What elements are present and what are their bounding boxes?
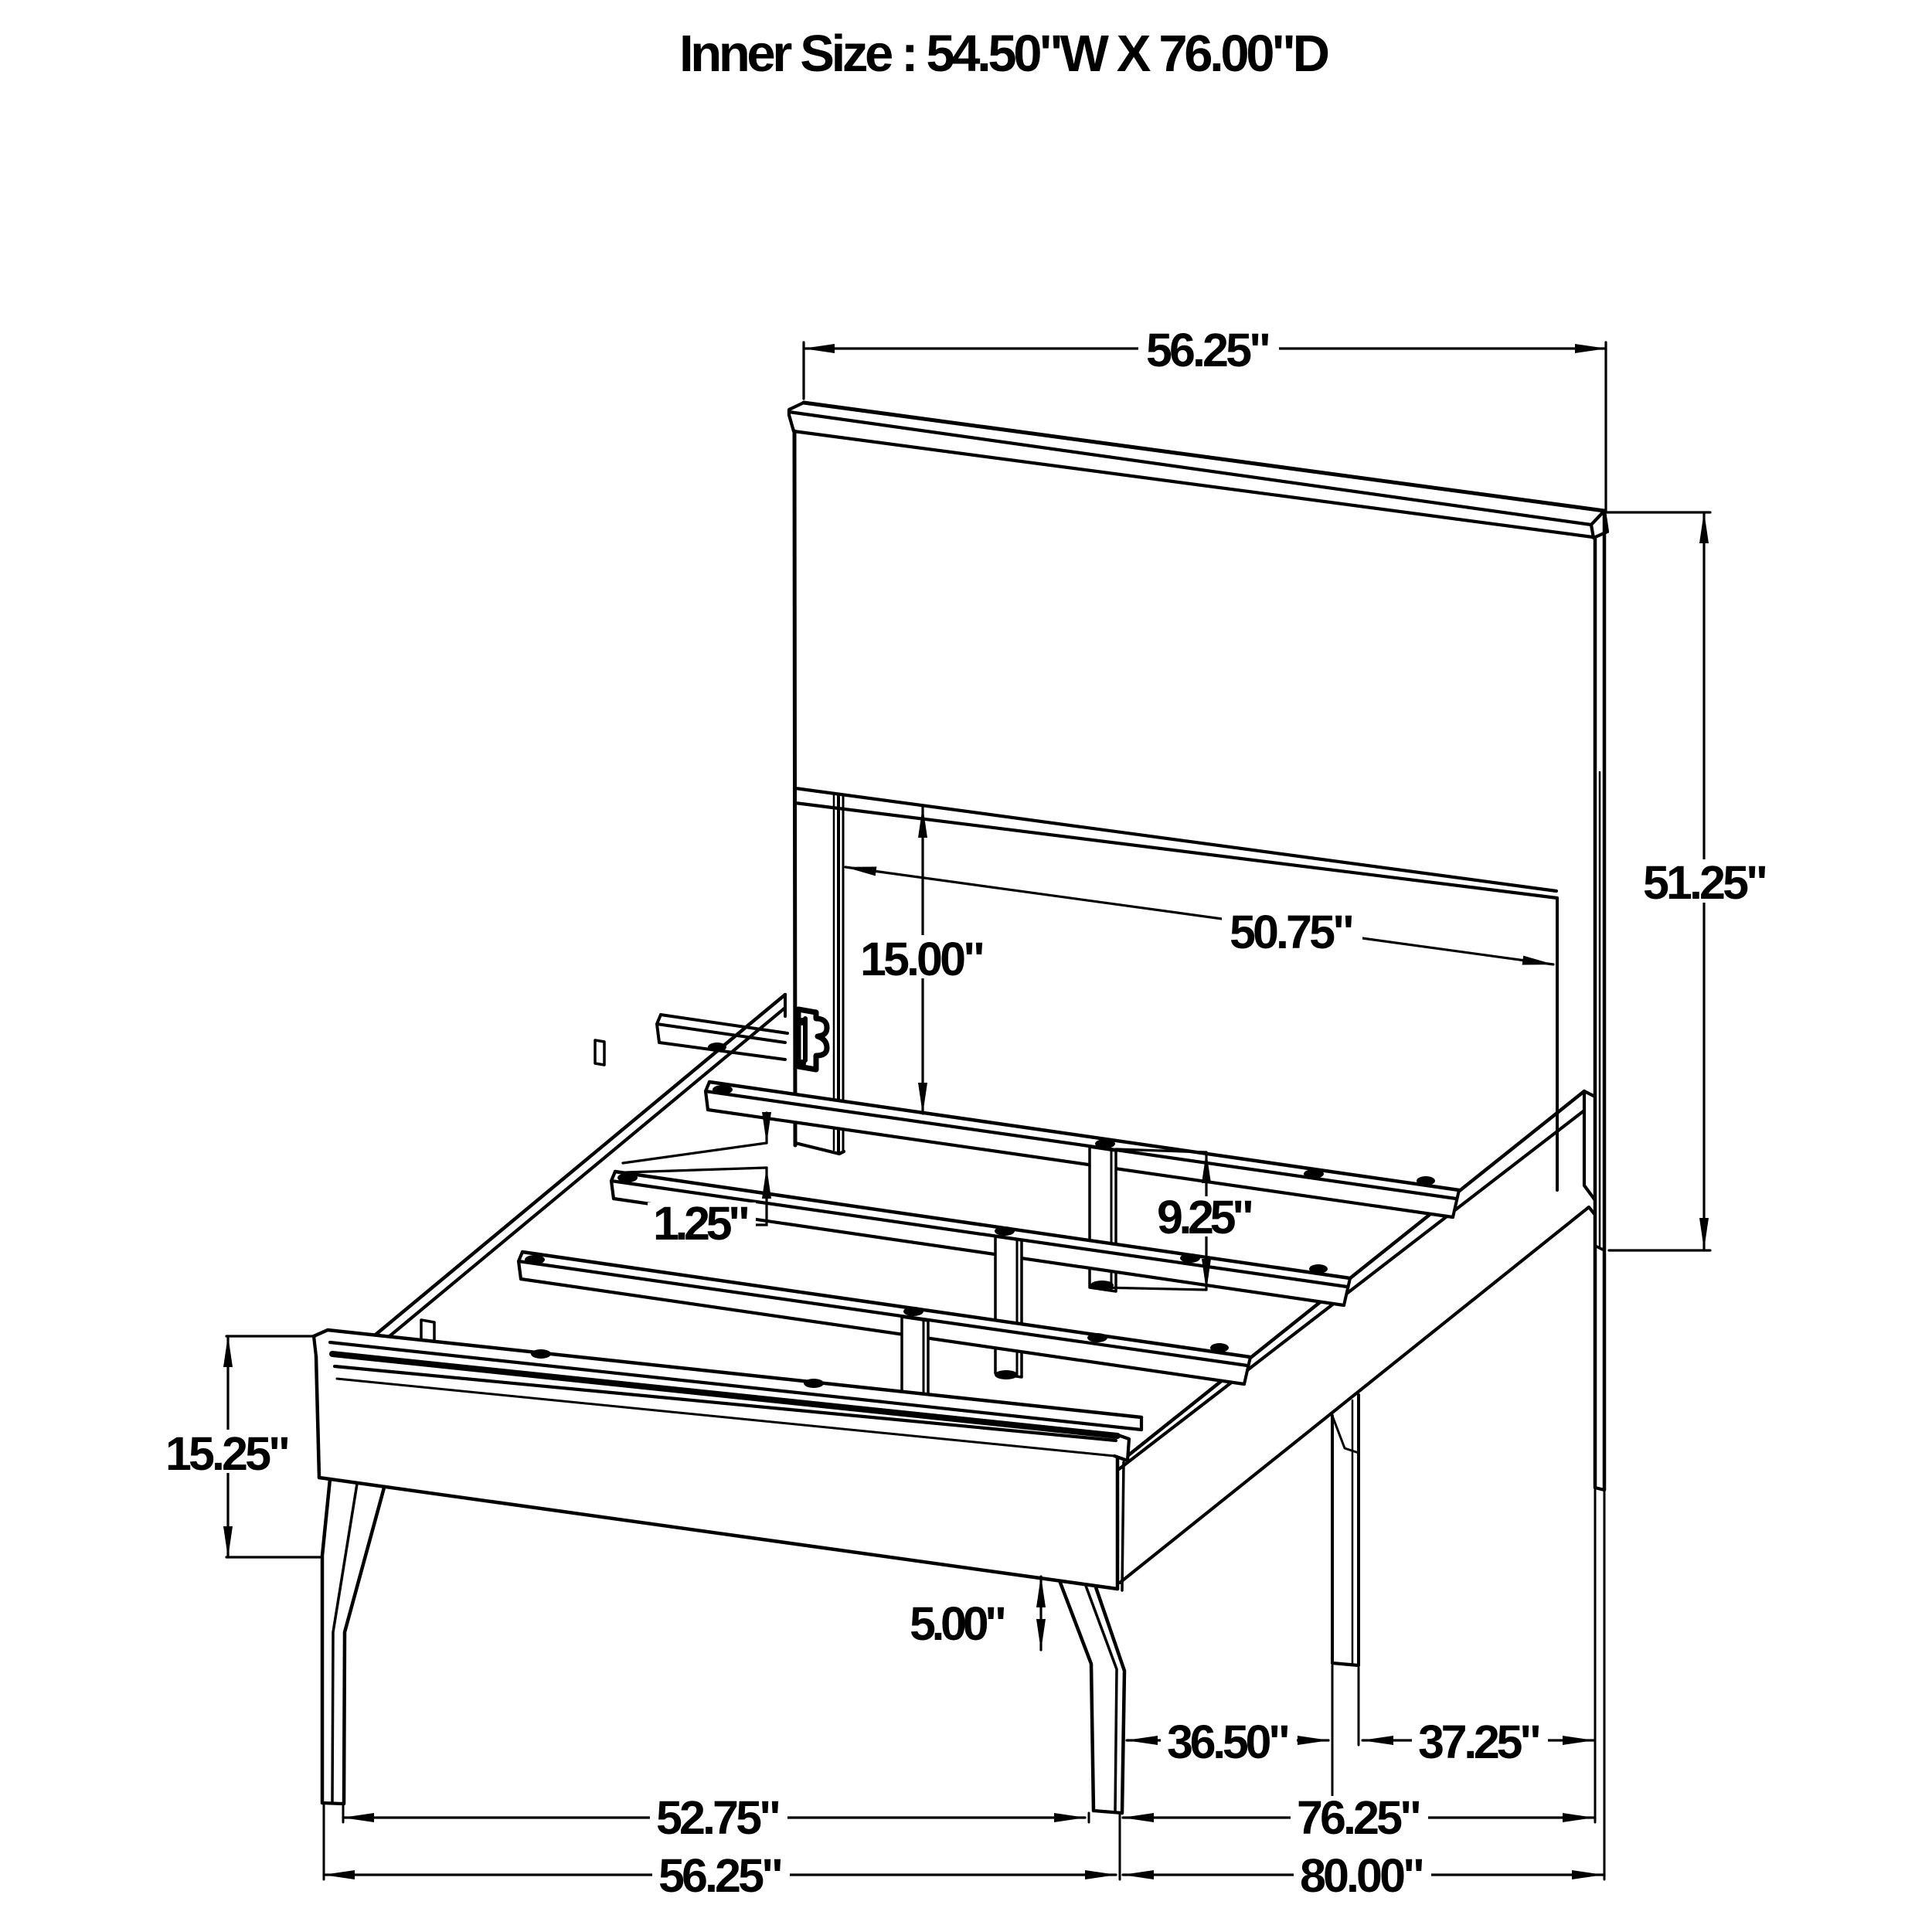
svg-text:50.75": 50.75"	[1230, 906, 1355, 958]
svg-text:9.25": 9.25"	[1157, 1191, 1254, 1243]
svg-text:1.25": 1.25"	[653, 1197, 750, 1250]
svg-text:15.25": 15.25"	[165, 1427, 291, 1480]
svg-text:52.75": 52.75"	[656, 1791, 781, 1844]
svg-text:51.25": 51.25"	[1643, 856, 1768, 909]
svg-text:36.50": 36.50"	[1167, 1716, 1291, 1768]
svg-text:37.25": 37.25"	[1418, 1716, 1542, 1768]
svg-text:5.00": 5.00"	[910, 1597, 1007, 1650]
svg-text:15.00": 15.00"	[860, 933, 985, 985]
svg-text:80.00": 80.00"	[1300, 1849, 1425, 1902]
svg-text:56.25": 56.25"	[658, 1849, 784, 1902]
svg-text:76.25": 76.25"	[1297, 1791, 1422, 1844]
svg-text:56.25": 56.25"	[1146, 324, 1271, 376]
svg-text:Inner Size : 54.50"W X 76.00"D: Inner Size : 54.50"W X 76.00"D	[679, 25, 1330, 83]
